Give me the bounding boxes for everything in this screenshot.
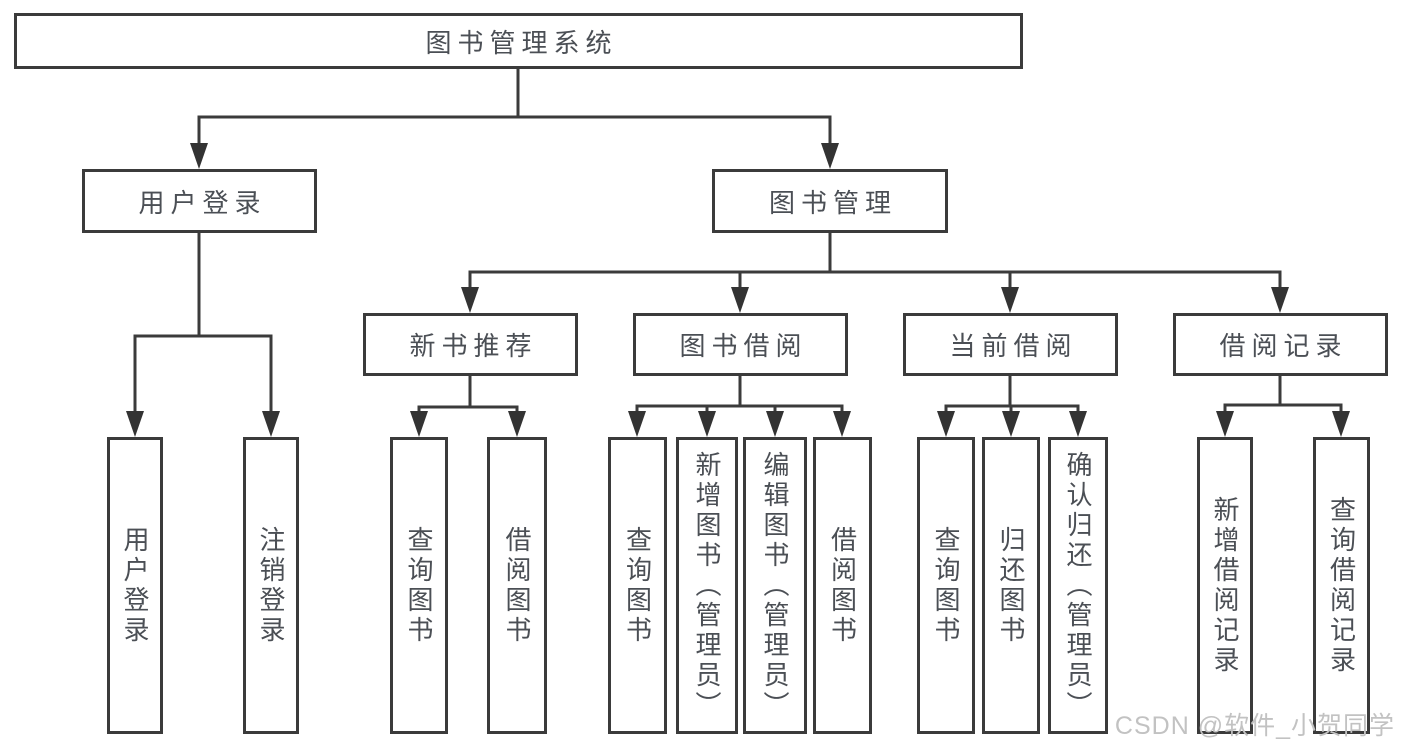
node-label: 当前借阅 xyxy=(949,331,1078,361)
node-label: 图书借阅 xyxy=(679,331,808,361)
leaf-add-books-admin: 新增图书（管理员） xyxy=(676,437,738,734)
node-borrow-records: 借阅记录 xyxy=(1173,313,1388,376)
leaf-logout: 注销登录 xyxy=(243,437,299,734)
leaf-confirm-return-admin: 确认归还（管理员） xyxy=(1048,437,1108,734)
leaf-borrow-books: 借阅图书 xyxy=(487,437,547,734)
leaf-label: 查询图书 xyxy=(622,525,653,646)
leaf-query-books: 查询图书 xyxy=(390,437,448,734)
node-current-borrow: 当前借阅 xyxy=(903,313,1118,376)
arrowheads xyxy=(126,117,1350,437)
node-new-book-recommend: 新书推荐 xyxy=(363,313,578,376)
node-book-management: 图书管理 xyxy=(712,169,948,233)
leaf-edit-books-admin: 编辑图书（管理员） xyxy=(743,437,807,734)
leaf-query-books-2: 查询图书 xyxy=(608,437,667,734)
node-label: 新书推荐 xyxy=(409,331,538,361)
node-label: 借阅记录 xyxy=(1219,331,1348,361)
leaf-label: 查询图书 xyxy=(931,525,961,646)
node-book-borrow: 图书借阅 xyxy=(633,313,848,376)
watermark: CSDN @软件_小贺同学 xyxy=(1114,712,1395,740)
leaf-add-borrow-record: 新增借阅记录 xyxy=(1197,437,1253,734)
node-user-login: 用户登录 xyxy=(82,169,317,233)
leaf-label: 查询图书 xyxy=(404,525,434,646)
leaf-return-books: 归还图书 xyxy=(982,437,1040,734)
leaf-query-books-3: 查询图书 xyxy=(917,437,975,734)
leaf-label: 借阅图书 xyxy=(827,525,858,646)
leaf-label: 编辑图书（管理员） xyxy=(760,450,790,721)
leaf-label: 确认归还（管理员） xyxy=(1063,450,1093,721)
leaf-label: 用户登录 xyxy=(120,525,150,646)
leaf-label: 注销登录 xyxy=(256,525,286,646)
node-label: 图书管理 xyxy=(768,187,897,218)
node-label: 图书管理系统 xyxy=(425,27,618,58)
leaf-query-borrow-record: 查询借阅记录 xyxy=(1313,437,1370,734)
leaf-label: 归还图书 xyxy=(996,525,1026,646)
leaf-label: 借阅图书 xyxy=(502,525,532,646)
leaf-user-login: 用户登录 xyxy=(107,437,163,734)
leaf-label: 新增图书（管理员） xyxy=(692,450,722,721)
leaf-label: 新增借阅记录 xyxy=(1210,495,1240,676)
leaf-label: 查询借阅记录 xyxy=(1326,495,1357,676)
node-label: 用户登录 xyxy=(138,187,267,218)
leaf-borrow-books-2: 借阅图书 xyxy=(813,437,872,734)
node-library-system: 图书管理系统 xyxy=(14,13,1023,69)
